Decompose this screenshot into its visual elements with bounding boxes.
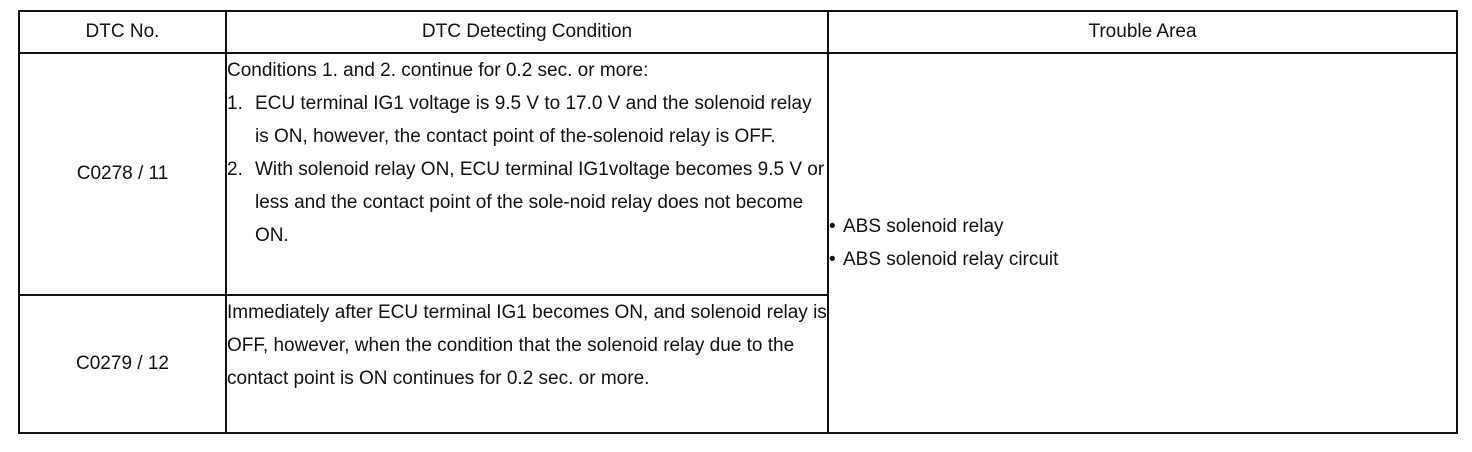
header-row: DTC No. DTC Detecting Condition Trouble … xyxy=(18,10,1458,54)
condition-item: 2. With solenoid relay ON, ECU terminal … xyxy=(227,153,827,252)
header-detecting-condition: DTC Detecting Condition xyxy=(225,10,829,54)
table-row: C0278 / 11 Conditions 1. and 2. continue… xyxy=(18,52,1458,434)
condition-item: 1. ECU terminal IG1 voltage is 9.5 V to … xyxy=(227,87,827,153)
trouble-area-item: • ABS solenoid relay circuit xyxy=(829,243,1456,276)
trouble-area-item: • ABS solenoid relay xyxy=(829,210,1456,243)
condition-item-text: ECU terminal IG1 voltage is 9.5 V to 17.… xyxy=(255,93,812,147)
dtc-code-cell: C0278 / 11 xyxy=(18,52,227,296)
condition-intro: Conditions 1. and 2. continue for 0.2 se… xyxy=(227,60,649,81)
dtc-code-cell: C0279 / 12 xyxy=(18,294,227,434)
trouble-area-cell: • ABS solenoid relay • ABS solenoid rela… xyxy=(827,52,1458,434)
header-trouble-area: Trouble Area xyxy=(827,10,1458,54)
condition-item-text: With solenoid relay ON, ECU terminal IG1… xyxy=(255,159,825,246)
condition-cell: Immediately after ECU terminal IG1 becom… xyxy=(225,294,829,434)
condition-cell: Conditions 1. and 2. continue for 0.2 se… xyxy=(225,52,829,296)
bullet-icon: • xyxy=(829,216,836,237)
condition-item-number: 1. xyxy=(227,93,243,114)
bullet-icon: • xyxy=(829,249,836,270)
dtc-table: DTC No. DTC Detecting Condition Trouble … xyxy=(18,10,1458,434)
table-row: C0279 / 12 Immediately after ECU termina… xyxy=(18,294,1457,434)
header-dtc-no: DTC No. xyxy=(18,10,227,54)
trouble-area-text: ABS solenoid relay circuit xyxy=(843,249,1059,270)
condition-item-number: 2. xyxy=(227,159,243,180)
trouble-area-text: ABS solenoid relay xyxy=(843,216,1004,237)
